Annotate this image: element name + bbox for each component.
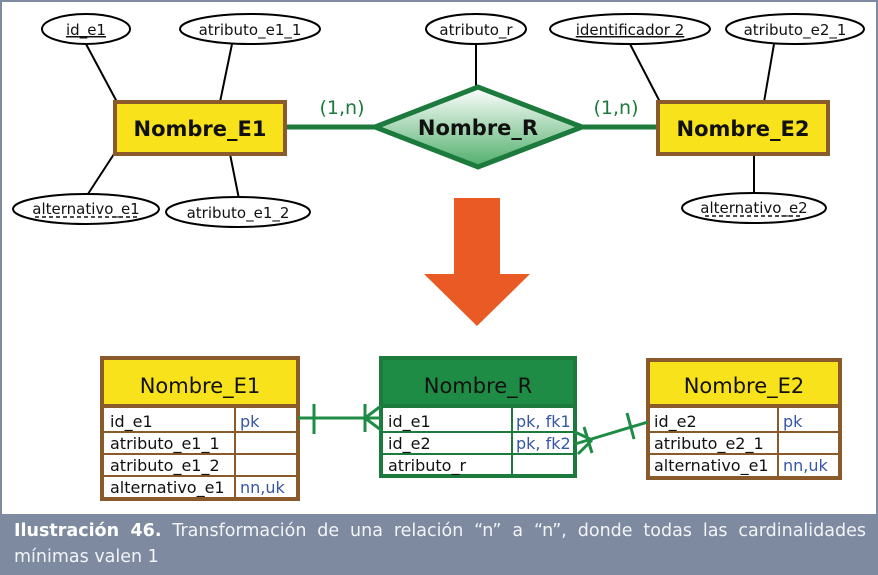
table-r-row-name: id_e1: [388, 412, 431, 432]
entity-e2-label: Nombre_E2: [677, 117, 810, 141]
attribute-atributo-e1-1: atributo_e1_1: [179, 13, 321, 45]
attribute-connectors: [85, 43, 775, 200]
attribute-alternativo-e1-label: alternativo_e1: [32, 200, 139, 219]
table-e1-row-name: atributo_e1_1: [110, 434, 220, 454]
attribute-atributo-e1-1-label: atributo_e1_1: [199, 21, 302, 40]
er-diagram: (1,n) (1,n) Nombre_E1 Nombre_E2 Nombre_R…: [12, 13, 865, 501]
down-arrow-icon: [424, 198, 530, 326]
attribute-alternativo-e2: alternativo_e2: [681, 192, 827, 224]
table-e1-row-name: atributo_e1_2: [110, 456, 220, 476]
table-r-row-name: atributo_r: [388, 456, 466, 476]
fk-link-e1-r: [298, 404, 382, 434]
table-r-row-name: id_e2: [388, 434, 431, 454]
cardinality-right: (1,n): [594, 97, 639, 119]
table-e1-row-keys: pk: [240, 412, 260, 431]
attribute-atributo-r-label: atributo_r: [439, 21, 513, 40]
table-e2-row-name: alternativo_e1: [654, 456, 769, 476]
attribute-identificador-2: identificador 2: [549, 13, 711, 45]
entity-e1-label: Nombre_E1: [134, 117, 267, 141]
table-r: Nombre_R id_e1 pk, fk1 id_e2 pk, fk2 atr…: [379, 356, 577, 478]
table-e2-title: Nombre_E2: [684, 374, 805, 399]
table-r-row-keys: pk, fk2: [516, 434, 571, 453]
relation-label: Nombre_R: [418, 116, 538, 140]
table-e2-row-name: atributo_e2_1: [654, 434, 764, 454]
table-e1-row-name: alternativo_e1: [110, 478, 225, 498]
attribute-atributo-e2-1: atributo_e2_1: [725, 13, 865, 45]
attribute-atributo-e2-1-label: atributo_e2_1: [744, 21, 847, 40]
table-r-row-keys: pk, fk1: [516, 412, 571, 431]
entity-e2: [656, 100, 830, 156]
table-e2: Nombre_E2 id_e2 pk atributo_e2_1 alterna…: [646, 358, 842, 480]
table-e2-row-name: id_e2: [654, 412, 697, 432]
attribute-atributo-e1-2: atributo_e1_2: [165, 196, 311, 228]
attribute-atributo-e1-2-label: atributo_e1_2: [187, 204, 290, 223]
entity-e1: [113, 100, 287, 156]
table-r-title: Nombre_R: [424, 374, 533, 399]
attribute-id-e1-label: id_e1: [66, 21, 106, 40]
table-e2-row-keys: nn,uk: [783, 456, 829, 475]
table-e1-row-name: id_e1: [110, 412, 153, 432]
table-e2-row-keys: pk: [783, 412, 803, 431]
attribute-id-e1: id_e1: [41, 13, 131, 45]
table-e1-title: Nombre_E1: [140, 374, 261, 399]
attribute-atributo-r: atributo_r: [425, 13, 527, 45]
attribute-alternativo-e1: alternativo_e1: [12, 193, 160, 225]
attribute-alternativo-e2-label: alternativo_e2: [700, 199, 807, 218]
caption-title: Ilustración 46.: [14, 521, 162, 541]
figure-caption: Ilustración 46. Transformación de una re…: [2, 514, 876, 573]
attribute-identificador-2-label: identificador 2: [576, 21, 685, 39]
relation-diamond: [368, 84, 589, 170]
fk-link-r-e2: [574, 412, 649, 456]
cardinality-left: (1,n): [320, 97, 365, 119]
table-e1: Nombre_E1 id_e1 pk atributo_e1_1 atribut…: [100, 356, 300, 501]
caption-text: Transformación de una relación “n” a “n”…: [14, 521, 866, 567]
table-e1-row-keys: nn,uk: [240, 478, 286, 497]
